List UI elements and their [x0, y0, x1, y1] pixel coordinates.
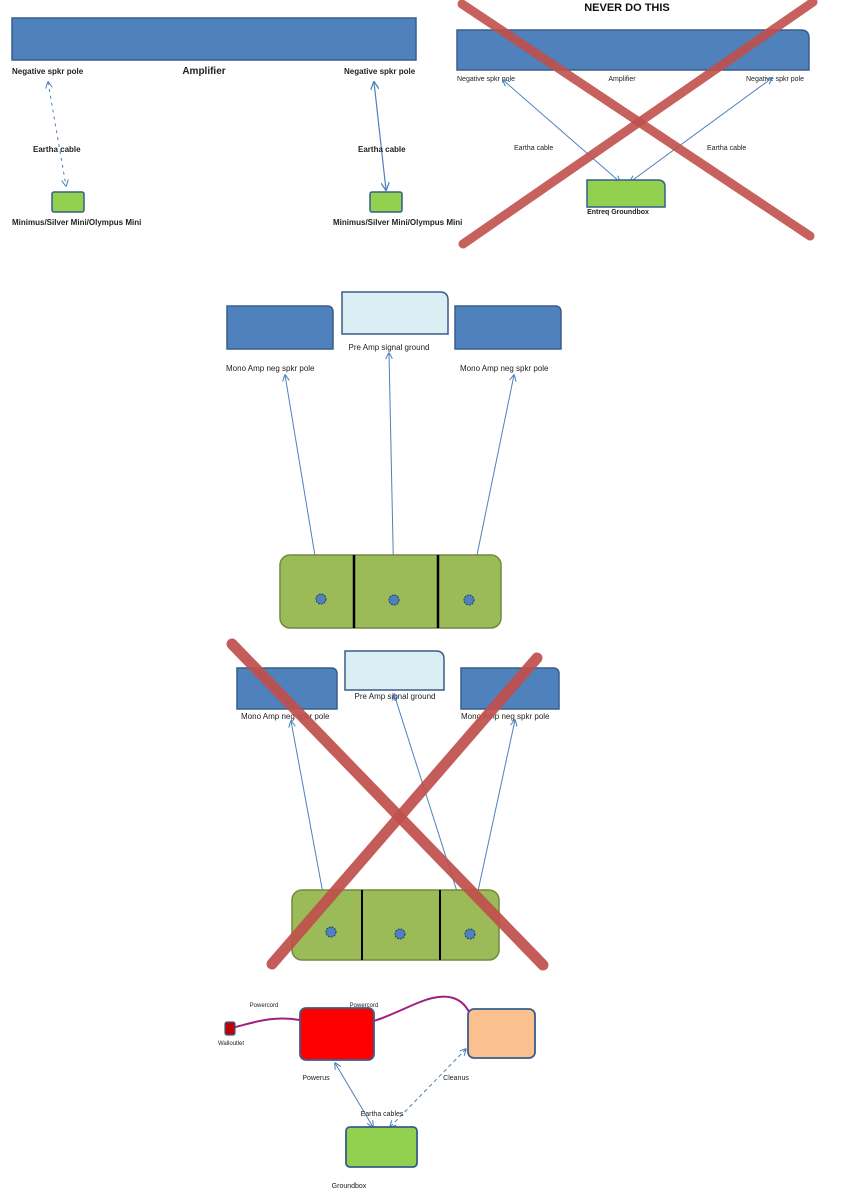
- never-do-this-heading: NEVER DO THIS: [584, 2, 670, 14]
- panel-top-left: Amplifier Negative spkr pole Negative sp…: [11, 17, 462, 227]
- amplifier-label-wrong: Amplifier: [608, 76, 636, 83]
- amplifier-label: Amplifier: [182, 66, 225, 77]
- walloutlet-box: [224, 1021, 236, 1036]
- mono-right-label-wrong: Mono Amp neg spkr pole: [461, 712, 550, 721]
- powerus-box: [299, 1007, 375, 1061]
- groundbox-label-wrong: Entreq Groundbox: [587, 209, 649, 216]
- preamp-box: [341, 291, 449, 335]
- eartha-cable-powerus: [335, 1063, 373, 1127]
- mono-amp-right: [454, 305, 562, 350]
- terminal-3: [463, 594, 475, 606]
- preamp-box-wrong: [344, 650, 445, 691]
- cross-line-b: [458, 0, 818, 249]
- groundbox-label: Groundbox: [332, 1183, 367, 1190]
- terminal-1: [315, 593, 327, 605]
- cross-line-d: [266, 652, 543, 970]
- eartha-cable-left: [48, 82, 66, 186]
- eartha-cable-right-label-wrong: Eartha cable: [707, 145, 746, 152]
- eartha-cable-left-label: Eartha cable: [33, 145, 81, 154]
- powerus-label: Powerus: [302, 1075, 330, 1082]
- mono-right-label: Mono Amp neg spkr pole: [460, 364, 549, 373]
- preamp-label: Pre Amp signal ground: [349, 343, 430, 352]
- panel-top-right: NEVER DO THIS Amplifier Negative spkr po…: [456, 0, 818, 249]
- entreq-groundbox-wrong: [586, 179, 666, 208]
- terminal-3-wrong: [464, 928, 476, 940]
- amplifier-bar: [11, 17, 417, 61]
- eartha-cables-label: Eartha cables: [361, 1111, 404, 1118]
- groundbox-box: [345, 1126, 418, 1168]
- walloutlet-label: Walloutlet: [218, 1041, 244, 1047]
- neg-pole-left-label: Negative spkr pole: [12, 67, 84, 76]
- eartha-cable-right-label: Eartha cable: [358, 145, 406, 154]
- terminal-2: [388, 594, 400, 606]
- neg-pole-left-label-wrong: Negative spkr pole: [457, 76, 515, 83]
- eartha-cable-right-wrong: [630, 78, 772, 182]
- neg-pole-right-label: Negative spkr pole: [344, 67, 416, 76]
- mono-amp-left: [226, 305, 334, 350]
- eartha-cable-left-wrong: [503, 80, 620, 182]
- mono-left-label-wrong: Mono Amp neg spkr pole: [241, 712, 330, 721]
- mono-left-label: Mono Amp neg spkr pole: [226, 364, 315, 373]
- cleanus-box: [467, 1008, 536, 1059]
- powercord-right-label: Powercord: [350, 1003, 379, 1009]
- minimus-box-right: [369, 191, 403, 213]
- panel-mono-wrong: Mono Amp neg spkr pole Pre Amp signal gr…: [226, 638, 560, 971]
- cleanus-label: Cleanus: [443, 1075, 469, 1082]
- terminal-2-wrong: [394, 928, 406, 940]
- eartha-cable-left-label-wrong: Eartha cable: [514, 145, 553, 152]
- terminal-1-wrong: [325, 926, 337, 938]
- panel-mono-correct: Mono Amp neg spkr pole Pre Amp signal gr…: [226, 291, 562, 629]
- groundbox-strip: [279, 554, 502, 629]
- cable-preamp: [389, 353, 394, 592]
- powercord-left-label: Powercord: [250, 1003, 279, 1009]
- device-right-label: Minimus/Silver Mini/Olympus Mini: [333, 218, 462, 227]
- panel-power: Powercord Powercord Walloutlet Powerus C…: [218, 995, 536, 1190]
- minimus-box-left: [51, 191, 85, 213]
- cross-line-c: [226, 638, 549, 971]
- cable-preamp-wrong: [394, 694, 468, 926]
- eartha-cable-right: [374, 82, 386, 190]
- neg-pole-right-label-wrong: Negative spkr pole: [746, 76, 804, 83]
- device-left-label: Minimus/Silver Mini/Olympus Mini: [12, 218, 141, 227]
